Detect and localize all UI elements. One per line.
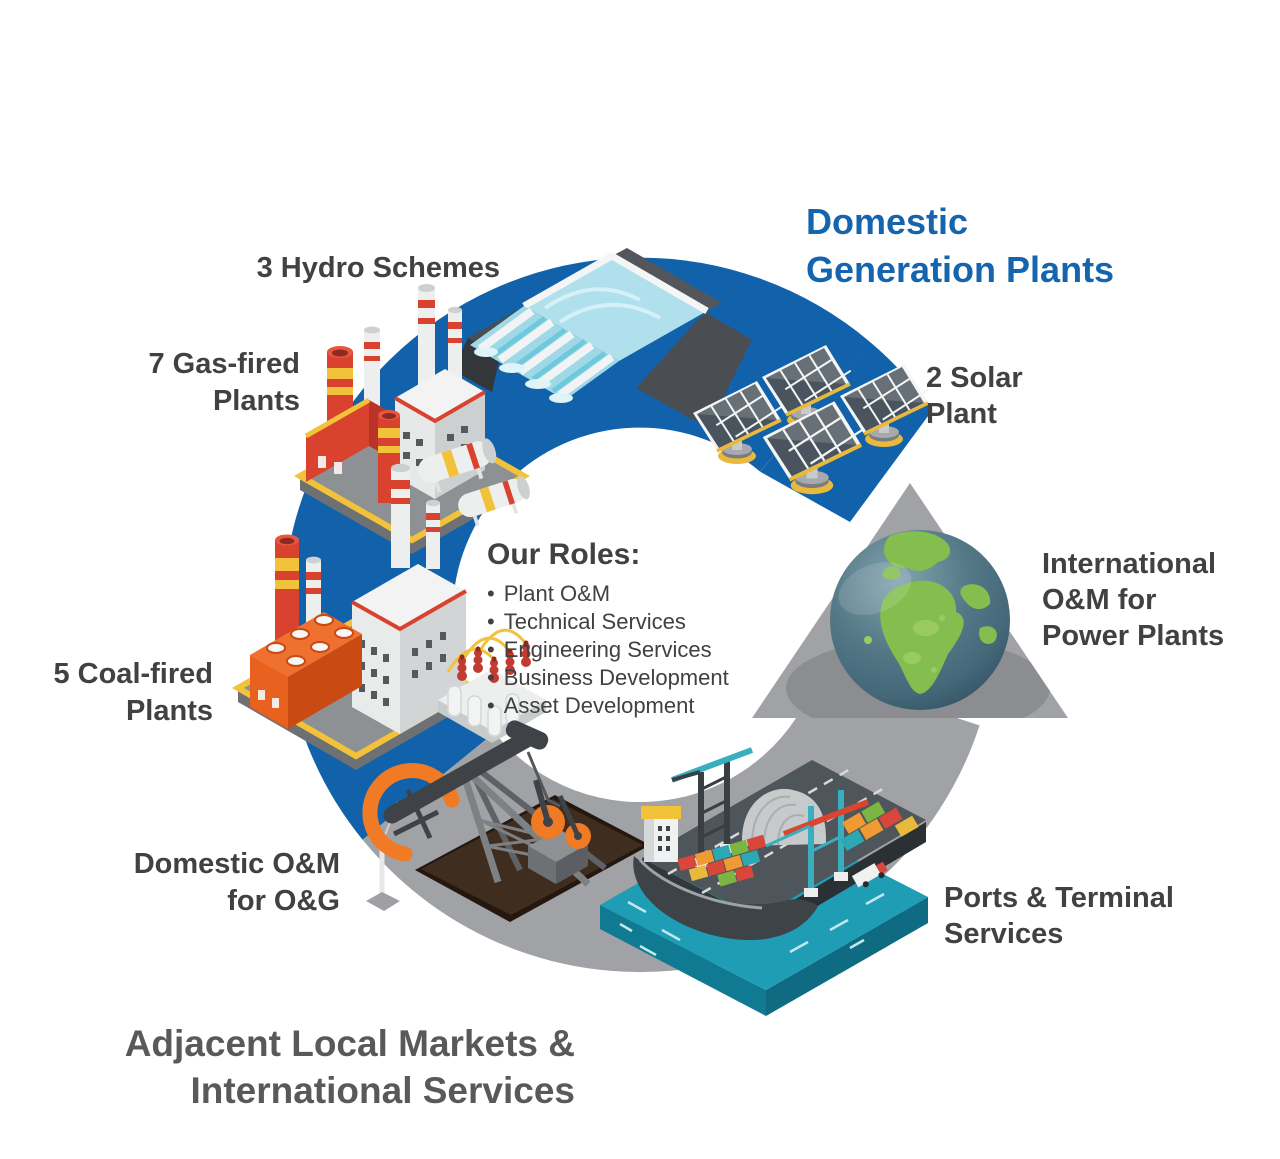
- label-line: 3 Hydro Schemes: [256, 252, 500, 284]
- our-roles-panel: Our Roles: Plant O&M Technical Services …: [487, 538, 797, 720]
- label-line: O&M for: [1042, 584, 1157, 616]
- port-illustration: [600, 747, 928, 1016]
- label-ports-terminal: Ports & Terminal Services: [944, 880, 1224, 952]
- cargo-ship: [633, 806, 818, 941]
- label-line: Plants: [212, 385, 300, 417]
- label-domestic-om-og: Domestic O&M for O&G: [60, 846, 340, 920]
- role-item: Plant O&M: [487, 580, 797, 608]
- coal-plant-illustration: [231, 463, 546, 770]
- heading-domestic-generation-plants: Domestic Generation Plants: [806, 198, 1226, 294]
- label-line: Services: [944, 918, 1064, 950]
- role-item: Business Development: [487, 664, 797, 692]
- truck: [851, 861, 888, 888]
- label-line: 2 Solar: [926, 362, 1023, 394]
- oil-pump-illustration: [362, 720, 650, 922]
- label-line: Plants: [125, 695, 213, 727]
- our-roles-title: Our Roles:: [487, 538, 641, 571]
- gas-plant-illustration: [293, 284, 531, 554]
- hydro-dam-illustration: [452, 248, 752, 428]
- teal-crane: [765, 790, 870, 897]
- heading-line: Generation Plants: [806, 249, 1115, 290]
- label-line: Domestic O&M: [133, 848, 340, 880]
- label-line: 5 Coal-fired: [53, 658, 213, 690]
- label-hydro-schemes: 3 Hydro Schemes: [160, 250, 500, 287]
- our-roles-list: Plant O&M Technical Services Engineering…: [487, 580, 797, 720]
- label-coal-fired-plants: 5 Coal-fired Plants: [0, 656, 213, 730]
- heading-adjacent-local-markets: Adjacent Local Markets & International S…: [88, 1020, 575, 1114]
- label-line: 7 Gas-fired: [148, 348, 301, 380]
- label-line: Power Plants: [1042, 620, 1225, 652]
- role-item: Asset Development: [487, 692, 797, 720]
- label-international-om: International O&M for Power Plants: [1042, 546, 1272, 654]
- container-stacks: [840, 801, 919, 851]
- label-solar-plant: 2 Solar Plant: [926, 360, 1146, 432]
- heading-line: Domestic: [806, 201, 969, 242]
- label-line: International: [1042, 548, 1217, 580]
- heading-line: International Services: [190, 1070, 575, 1111]
- role-item: Technical Services: [487, 608, 797, 636]
- label-line: for O&G: [227, 885, 340, 917]
- role-item: Engineering Services: [487, 636, 797, 664]
- label-line: Ports & Terminal: [944, 882, 1174, 914]
- label-gas-fired-plants: 7 Gas-fired Plants: [60, 346, 301, 420]
- label-line: Plant: [926, 398, 997, 430]
- heading-line: Adjacent Local Markets &: [124, 1023, 575, 1064]
- globe-illustration: [830, 530, 1010, 710]
